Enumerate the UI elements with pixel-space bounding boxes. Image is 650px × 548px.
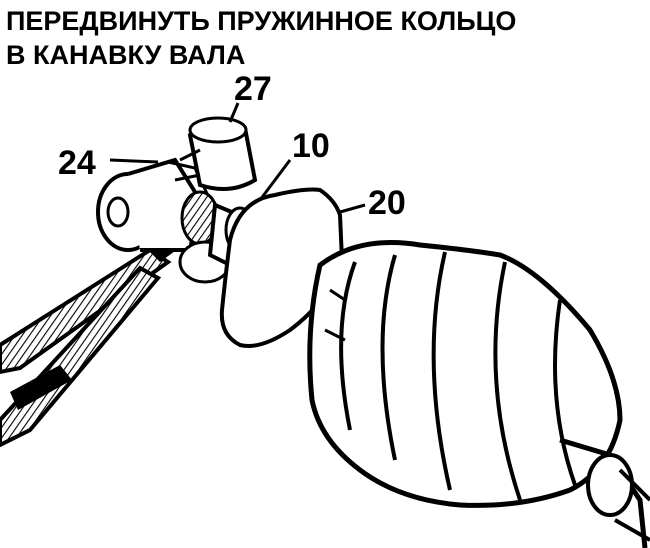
title-line-1: ПЕРЕДВИНУТЬ ПРУЖИННОЕ КОЛЬЦО <box>6 6 517 36</box>
cv-boot <box>307 240 650 548</box>
callout-20: 20 <box>368 184 406 222</box>
callout-27: 27 <box>234 70 272 108</box>
pliers-tool <box>0 230 190 448</box>
roller <box>174 116 258 191</box>
tripod-hub <box>96 157 232 284</box>
leader-24 <box>109 158 159 164</box>
leader-27 <box>228 102 240 123</box>
leader-20 <box>339 203 366 214</box>
callout-10: 10 <box>292 127 330 165</box>
leader-10 <box>258 159 292 201</box>
callout-24: 24 <box>58 144 96 182</box>
title-line-2: В КАНАВКУ ВАЛА <box>6 40 246 70</box>
